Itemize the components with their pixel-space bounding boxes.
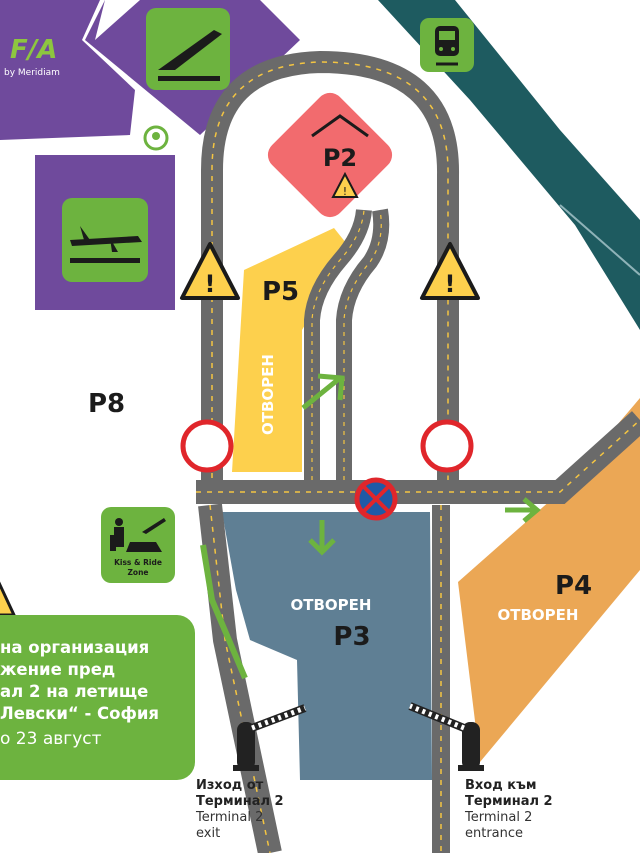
garage-icon xyxy=(311,114,369,138)
kiss-ride-zone-badge: Kiss & Ride Zone xyxy=(101,507,175,583)
logo: F/A by Meridiam xyxy=(4,35,60,78)
kiss-ride-lane xyxy=(200,544,248,680)
info-date: о 23 август xyxy=(0,729,102,749)
no-entry-sign-icon xyxy=(180,419,234,473)
construction-warning-icon: ! xyxy=(420,242,480,300)
construction-warning-icon: ! xyxy=(331,171,359,198)
exit-label-bg: Изход от xyxy=(196,778,264,793)
exit-label-bg-2: Терминал 2 xyxy=(196,794,284,809)
no-entry-sign-icon xyxy=(420,419,474,473)
parking-p4-area[interactable] xyxy=(458,398,640,762)
kiss-ride-icon xyxy=(110,518,166,552)
info-line: Левски“ - София xyxy=(0,704,160,723)
exit-barrier-icon xyxy=(233,704,307,771)
road-network xyxy=(196,50,640,853)
no-stopping-sign-icon xyxy=(354,477,398,521)
info-line: жение пред xyxy=(0,660,116,679)
construction-warning-icon xyxy=(0,581,17,617)
direction-arrow-icon xyxy=(308,520,336,556)
p3-label: P3 xyxy=(333,622,370,652)
entrance-label-bg: Вход към xyxy=(465,778,537,793)
railway-track xyxy=(559,204,640,276)
logo-text: F/A xyxy=(10,35,57,65)
train-icon xyxy=(420,18,474,72)
p4-label: P4 xyxy=(555,571,592,601)
terminal-area-top xyxy=(0,0,135,140)
info-line: ал 2 на летище xyxy=(0,682,149,701)
direction-arrow-icon xyxy=(301,373,345,410)
parking-p3-area[interactable] xyxy=(222,512,432,780)
direction-arrow-icon xyxy=(505,497,541,523)
p5-label: P5 xyxy=(262,277,299,307)
p4-status: ОТВОРЕН xyxy=(498,606,579,624)
info-line: на организация xyxy=(0,638,150,657)
entrance-label-bg-2: Терминал 2 xyxy=(465,794,553,809)
construction-warning-icon: ! xyxy=(180,242,240,300)
location-pin-icon xyxy=(143,125,169,151)
arrivals-icon xyxy=(62,198,148,282)
entrance-label-en: Terminal 2 xyxy=(465,810,533,825)
exit-label-en-2: exit xyxy=(196,826,221,841)
p5-status: ОТВОРЕН xyxy=(259,354,277,435)
p3-status: ОТВОРЕН xyxy=(291,596,372,614)
p2-label: P2 xyxy=(323,144,357,172)
departures-icon xyxy=(146,8,230,90)
kiss-ride-label: Kiss & Ride xyxy=(114,558,162,567)
entrance-gate-label: Вход към Терминал 2 Terminal 2 entrance xyxy=(465,778,553,842)
exit-label-en: Terminal 2 xyxy=(196,810,264,825)
info-box: на организация жение пред ал 2 на летище… xyxy=(0,615,195,780)
entrance-barrier-icon xyxy=(408,702,484,771)
svg-text:!: ! xyxy=(445,270,456,298)
svg-text:!: ! xyxy=(343,185,347,198)
exit-gate-label: Изход от Терминал 2 Terminal 2 exit xyxy=(196,778,284,842)
svg-text:!: ! xyxy=(205,270,216,298)
entrance-label-en-2: entrance xyxy=(465,826,524,841)
logo-subtitle: by Meridiam xyxy=(4,68,60,78)
p8-label: P8 xyxy=(88,389,125,419)
railway-area xyxy=(378,0,640,330)
parking-p2[interactable]: P2 ! xyxy=(262,87,398,223)
kiss-ride-label-zone: Zone xyxy=(127,568,148,577)
